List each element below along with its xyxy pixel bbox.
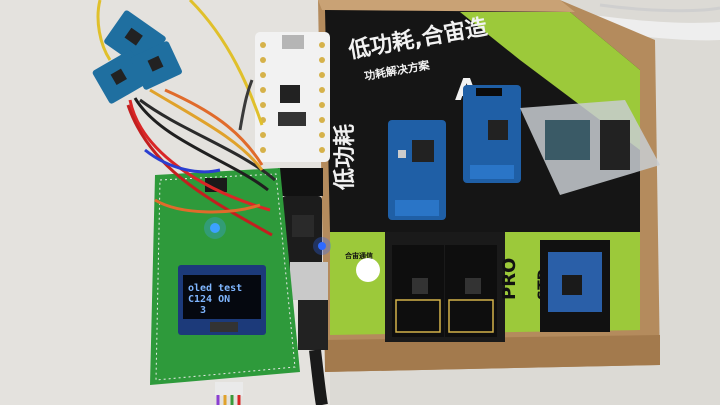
bagged-module (520, 100, 660, 195)
cable-strand (599, 3, 720, 13)
blue-module-right (463, 85, 521, 183)
usb-cable (309, 349, 328, 405)
framed-blue-module (540, 240, 610, 332)
box-bottom-edge (325, 335, 660, 372)
box-side-text: 合宙通信 (344, 251, 373, 260)
oled-line-3: 3 (200, 305, 206, 316)
bottom-wires (216, 395, 241, 405)
jumper-wires (96, 0, 276, 237)
usb-programmer (278, 168, 331, 350)
box-pro-label: PRO (499, 258, 520, 300)
oled-line-1: oled test (188, 283, 242, 294)
box-vertical-text: 低功耗 (332, 124, 358, 191)
box-logo-circle (356, 258, 380, 282)
black-module-2 (445, 245, 497, 337)
oled-line-2: C124 ON (188, 294, 230, 305)
blue-module-left (388, 120, 446, 220)
sensor-module-3 (130, 41, 182, 90)
box-top-edge (318, 0, 575, 12)
white-mcu-board (255, 32, 330, 162)
oled-display (178, 265, 266, 335)
black-module-1 (392, 245, 444, 337)
